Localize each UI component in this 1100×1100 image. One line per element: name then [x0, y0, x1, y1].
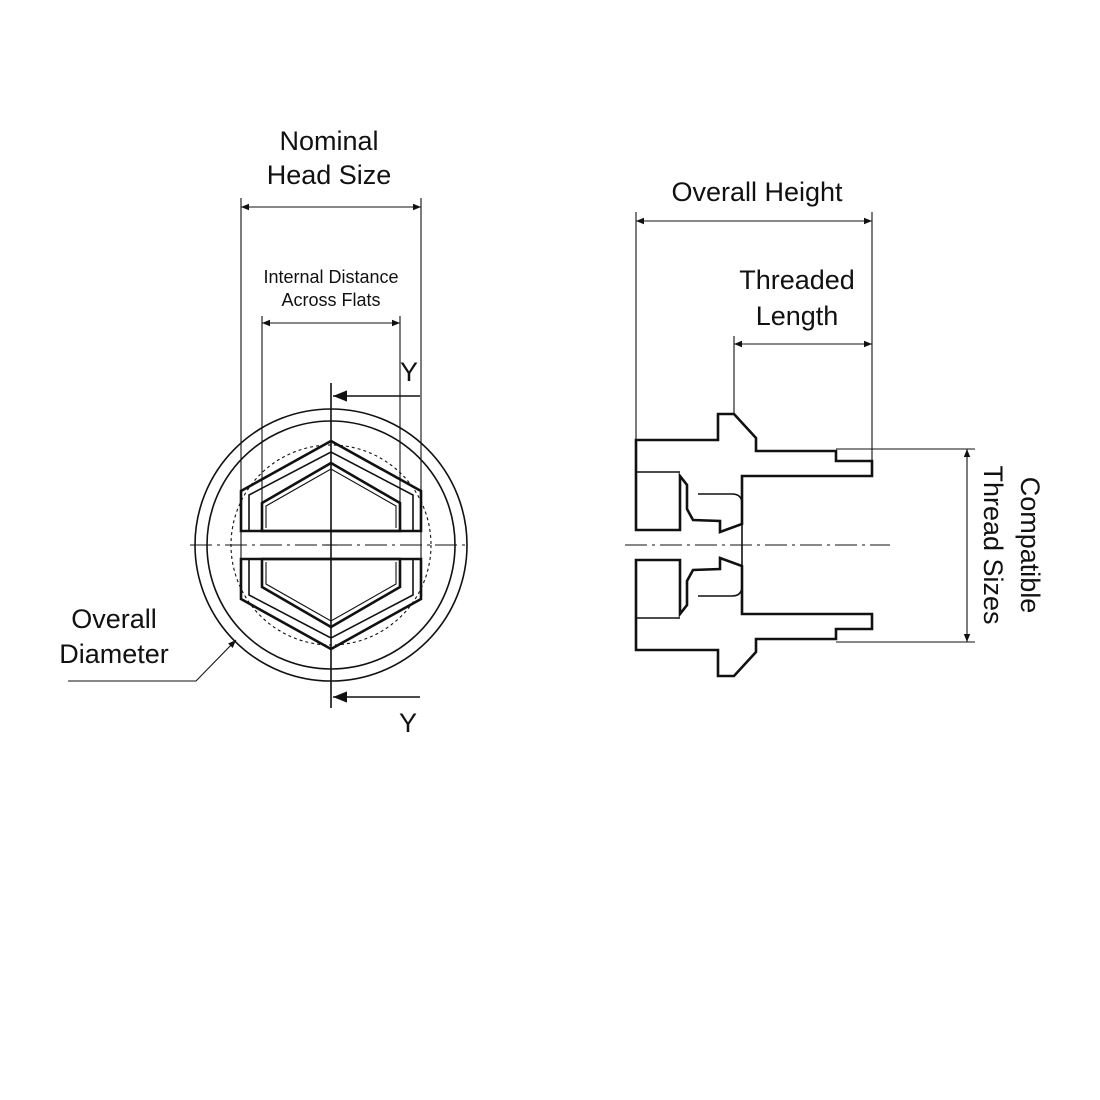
- across-flats-label-line1: Internal Distance: [263, 267, 398, 287]
- thread-sizes-label-line2: Thread Sizes: [978, 465, 1008, 624]
- side-view: Overall Height Threaded Length Compatibl…: [625, 177, 1045, 678]
- threaded-length-label-line1: Threaded: [739, 265, 855, 295]
- threaded-length-label-line2: Length: [756, 301, 839, 331]
- across-flats-label-line2: Across Flats: [281, 290, 380, 310]
- section-lower-half: [634, 556, 874, 678]
- section-marker-top: Y: [400, 357, 418, 387]
- section-marker-bottom: Y: [399, 708, 417, 738]
- overall-diameter-label-line2: Diameter: [59, 639, 169, 669]
- overall-diameter-label-line1: Overall: [71, 604, 157, 634]
- section-upper-half: [634, 412, 874, 534]
- nominal-head-size-label-line2: Head Size: [267, 160, 392, 190]
- thread-sizes-label-line1: Compatible: [1015, 477, 1045, 614]
- front-view: Nominal Head Size Internal Distance Acro…: [59, 126, 470, 738]
- hex-head-lower: [239, 557, 423, 651]
- overall-diameter-leader: [68, 639, 237, 682]
- nominal-head-size-label-line1: Nominal: [279, 126, 378, 156]
- overall-height-label: Overall Height: [671, 177, 843, 207]
